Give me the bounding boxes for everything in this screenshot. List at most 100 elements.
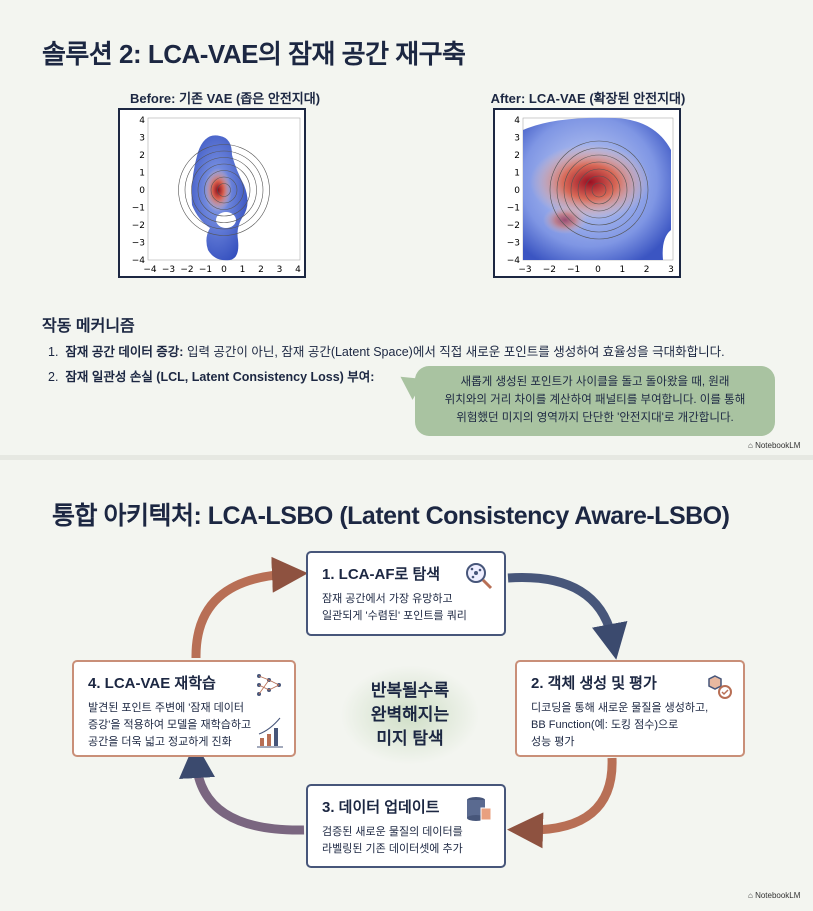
- mechanism-item-1: 1. 잠재 공간 데이터 증강: 입력 공간이 아닌, 잠재 공간(Latent…: [48, 341, 725, 360]
- x-tick-label: 2: [644, 265, 650, 275]
- step-title: 4. LCA-VAE 재학습: [88, 675, 216, 692]
- mechanism-item-2: 2. 잠재 일관성 손실 (LCL, Latent Consistency Lo…: [48, 366, 374, 385]
- cycle-center-label: 반복될수록 완벽해지는 미지 탐색: [340, 665, 480, 765]
- growth-chart-icon: [257, 717, 283, 748]
- y-tick-label: −3: [507, 239, 520, 249]
- desc-line: 성능 평가: [531, 736, 575, 748]
- slide-divider: [0, 455, 813, 460]
- notebooklm-watermark: ⌂ NotebookLM: [748, 441, 801, 450]
- center-line: 완벽해지는: [370, 705, 450, 724]
- molecule-check-icon: [708, 675, 732, 699]
- x-tick-label: 3: [668, 265, 674, 275]
- contour-ring: [577, 168, 621, 212]
- arrow-4-to-1: [191, 556, 308, 659]
- contour-ring: [563, 154, 635, 226]
- cycle-arrows: [179, 556, 628, 849]
- x-tick-label: 2: [258, 265, 264, 275]
- explanation-bubble: 새롭게 생성된 포인트가 사이클을 돌고 돌아왔을 때, 원래 위치와의 거리 …: [415, 366, 775, 436]
- x-tick-label: −2: [543, 265, 556, 275]
- y-tick-label: 1: [139, 169, 145, 179]
- slide-title: 통합 아키텍처: LCA-LSBO (Latent Consistency Aw…: [52, 502, 730, 530]
- desc-line: 증강'을 적용하여 모델을 재학습하고: [88, 719, 252, 731]
- slide-lca-vae: 솔루션 2: LCA-VAE의 잠재 공간 재구축 Before: 기존 VAE…: [0, 0, 813, 455]
- y-tick-label: −1: [132, 204, 145, 214]
- step-title: 1. LCA-AF로 탐색: [322, 566, 441, 583]
- y-tick-label: −2: [132, 221, 145, 231]
- contour-ring: [210, 176, 238, 204]
- item-number: 2.: [48, 370, 59, 384]
- database-icon: [467, 797, 492, 821]
- y-tick-label: 2: [139, 151, 145, 161]
- y-tick-label: 4: [514, 116, 520, 126]
- before-plot-title: Before: 기존 VAE (좁은 안전지대): [129, 91, 321, 106]
- y-tick-label: −4: [507, 256, 521, 266]
- x-tick-label: −4: [143, 265, 157, 275]
- y-tick-label: 2: [514, 151, 520, 161]
- contour-ring: [191, 157, 257, 223]
- y-tick-label: 4: [139, 116, 145, 126]
- contour-ring: [197, 163, 251, 217]
- contour-ring: [184, 150, 264, 230]
- mechanism-heading: 작동 메커니즘: [42, 318, 135, 335]
- desc-line: 잠재 공간에서 가장 유망하고: [322, 593, 453, 605]
- bubble-line: 위험했던 미지의 영역까지 단단한 '안전지대'로 개간합니다.: [456, 412, 734, 424]
- x-tick-label: 4: [295, 265, 301, 275]
- x-tick-label: −3: [518, 265, 531, 275]
- step-title: 3. 데이터 업데이트: [322, 799, 440, 816]
- x-tick-label: 1: [619, 265, 625, 275]
- x-tick-label: −2: [180, 265, 193, 275]
- center-line: 미지 탐색: [376, 729, 444, 748]
- watermark-text: NotebookLM: [755, 441, 801, 450]
- arrow-1-to-2: [507, 573, 628, 660]
- desc-line: BB Function(예: 도킹 점수)으로: [531, 719, 679, 731]
- bubble-line: 새롭게 생성된 포인트가 사이클을 돌고 돌아왔을 때, 원래: [460, 376, 730, 388]
- contour-ring: [549, 140, 649, 240]
- x-tick-label: 0: [221, 265, 227, 275]
- arrow-3-to-4: [179, 742, 305, 835]
- x-tick-label: −3: [162, 265, 175, 275]
- y-tick-label: −4: [132, 256, 146, 266]
- y-tick-label: −1: [507, 204, 520, 214]
- y-tick-label: 0: [139, 186, 145, 196]
- desc-line: 검증된 새로운 물질의 데이터를: [322, 826, 463, 838]
- bubble-line: 위치와의 거리 차이를 계산하여 패널티를 부여합니다. 이를 통해: [444, 394, 746, 406]
- x-tick-label: −1: [199, 265, 212, 275]
- item-label: 잠재 공간 데이터 증강:: [65, 345, 184, 359]
- contour-ring: [570, 161, 628, 219]
- desc-line: 공간을 더욱 넓고 정교하게 진화: [88, 736, 232, 748]
- slide-architecture: 통합 아키텍처: LCA-LSBO (Latent Consistency Aw…: [0, 460, 813, 911]
- y-tick-label: 3: [139, 134, 145, 144]
- desc-line: 디코딩을 통해 새로운 물질을 생성하고,: [531, 702, 709, 714]
- y-tick-label: −2: [507, 221, 520, 231]
- after-plot-title: After: LCA-VAE (확장된 안전지대): [490, 91, 686, 106]
- x-tick-label: 0: [595, 265, 601, 275]
- y-tick-label: 0: [514, 186, 520, 196]
- contour-ring: [556, 147, 642, 233]
- contour-ring: [204, 170, 244, 210]
- contour-ring: [217, 183, 231, 197]
- step-2-box: 2. 객체 생성 및 평가 디코딩을 통해 새로운 물질을 생성하고, BB Fu…: [515, 660, 745, 757]
- center-line: 반복될수록: [370, 681, 450, 700]
- contour-ring: [591, 182, 607, 198]
- step-title: 2. 객체 생성 및 평가: [531, 675, 657, 692]
- y-tick-label: −3: [132, 239, 145, 249]
- desc-line: 발견된 포인트 주변에 '잠재 데이터: [88, 702, 245, 714]
- arrow-2-to-3: [507, 757, 617, 849]
- neural-network-icon: [257, 674, 281, 696]
- magnifier-network-icon: [466, 563, 493, 590]
- notebooklm-watermark: ⌂ NotebookLM: [748, 891, 801, 900]
- y-tick-label: 1: [514, 169, 520, 179]
- item-text: 입력 공간이 아닌, 잠재 공간(Latent Space)에서 직접 새로운 …: [183, 345, 725, 359]
- contour-ring: [178, 144, 270, 236]
- slide-title: 솔루션 2: LCA-VAE의 잠재 공간 재구축: [42, 39, 466, 69]
